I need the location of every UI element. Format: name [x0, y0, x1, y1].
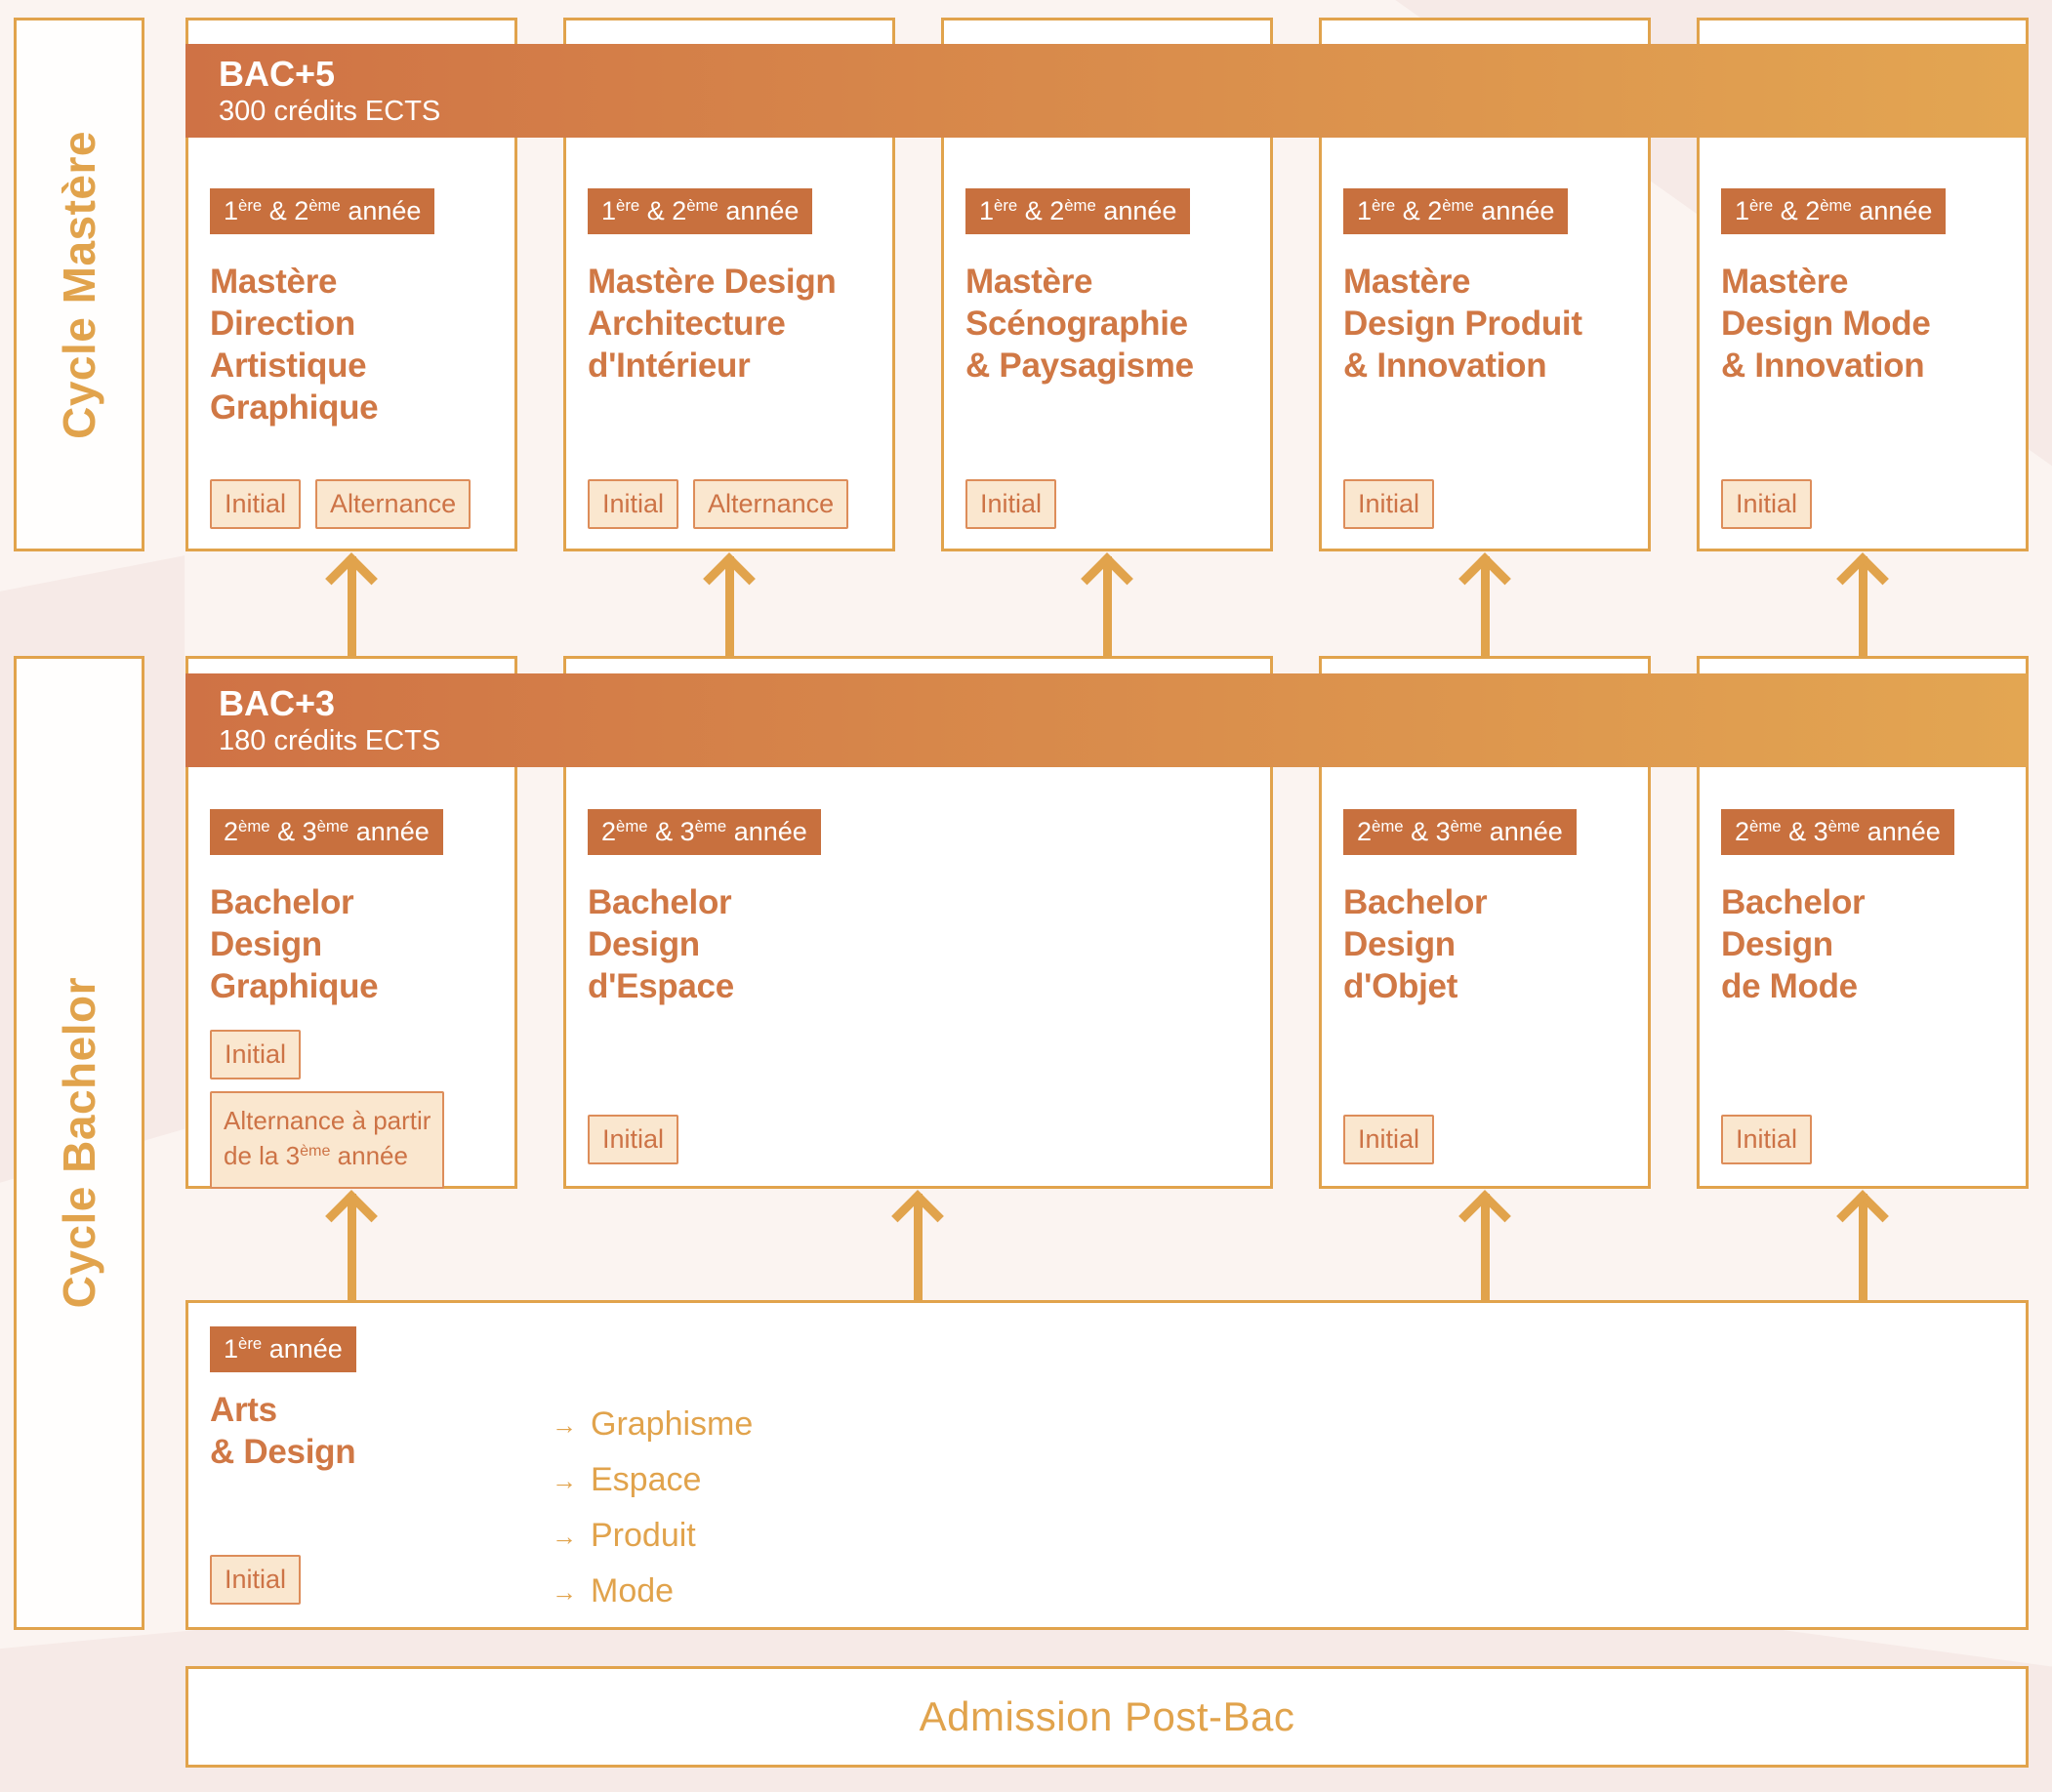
year-badge: 1ère année	[210, 1326, 356, 1372]
tag-initial: Initial	[965, 479, 1057, 529]
year-badge: 2ème & 3ème année	[210, 809, 443, 855]
tag-alternance: Alternance	[315, 479, 472, 529]
bachelor-card-design-mode: 2ème & 3ème année Bachelor Design de Mod…	[1697, 656, 2029, 1189]
card-title: Mastère Direction Artistique Graphique	[210, 263, 379, 427]
arts-design-card: 1ère année Arts & Design → Graphisme → E…	[185, 1300, 2029, 1630]
arts-option-produit: → Produit	[552, 1517, 696, 1554]
cycle-mastere-label: Cycle Mastère	[54, 130, 104, 439]
tag-initial: Initial	[1343, 1115, 1435, 1164]
up-arrow	[1833, 1189, 1892, 1300]
up-arrow	[1833, 551, 1892, 656]
bac5-banner: BAC+5 300 crédits ECTS	[185, 44, 2029, 138]
bac3-credits: 180 crédits ECTS	[219, 725, 441, 756]
arrow-right-icon: →	[552, 1522, 577, 1551]
admission-post-bac-bar: Admission Post-Bac	[185, 1666, 2029, 1768]
cycle-bachelor-rail: Cycle Bachelor	[14, 656, 144, 1630]
up-arrow	[1456, 1189, 1514, 1300]
year-badge: 1ère & 2ème année	[965, 188, 1191, 234]
arrow-right-icon: →	[552, 1410, 577, 1440]
tags-row: Initial	[1721, 1115, 1813, 1164]
badge-sup: ère	[238, 195, 263, 215]
arts-option-mode: → Mode	[552, 1572, 675, 1609]
tag-initial: Initial	[1343, 479, 1435, 529]
bac5-credits: 300 crédits ECTS	[219, 96, 441, 127]
card-title: Mastère Design Architecture d'Intérieur	[588, 263, 837, 385]
tags-row: Initial	[1721, 479, 1813, 529]
card-title: Mastère Design Mode & Innovation	[1721, 263, 1931, 385]
card-title: Mastère Scénographie & Paysagisme	[965, 263, 1194, 385]
bac3-title: BAC+3	[219, 683, 336, 723]
arrow-right-icon: →	[552, 1577, 577, 1607]
tags-row: Initial	[1343, 479, 1435, 529]
up-arrow	[1456, 551, 1514, 656]
tag-initial: Initial	[210, 1555, 302, 1605]
arts-option-graphisme: → Graphisme	[552, 1405, 754, 1443]
arrow-right-icon: →	[552, 1466, 577, 1495]
tag-initial: Initial	[588, 479, 679, 529]
tag-initial: Initial	[210, 479, 302, 529]
year-badge: 2ème & 3ème année	[1343, 809, 1577, 855]
year-badge: 1ère & 2ème année	[1343, 188, 1569, 234]
card-title: Bachelor Design d'Espace	[588, 883, 734, 1005]
tag-initial: Initial	[588, 1115, 679, 1164]
tags-row: Initial Alternance	[588, 479, 849, 529]
badge-sup: ème	[308, 195, 341, 215]
up-arrow	[888, 1189, 947, 1300]
up-arrow	[322, 551, 381, 656]
year-badge: 1ère & 2ème année	[588, 188, 813, 234]
card-title: Arts & Design	[210, 1391, 356, 1471]
tag-initial: Initial	[1721, 1115, 1813, 1164]
arts-options-list: → Graphisme → Espace → Produit → Mode	[552, 1397, 753, 1619]
year-badge: 2ème & 3ème année	[588, 809, 821, 855]
card-title: Bachelor Design de Mode	[1721, 883, 1866, 1005]
up-arrow	[700, 551, 759, 656]
badge-text: 1	[224, 196, 239, 225]
badge-text: année	[340, 196, 422, 225]
year-badge: 1ère & 2ème année	[210, 188, 435, 234]
up-arrow	[1078, 551, 1136, 656]
tags-row: Initial Alternance	[210, 479, 472, 529]
tags-row: Initial	[1343, 1115, 1435, 1164]
bac5-title: BAC+5	[219, 54, 336, 94]
badge-text: & 2	[262, 196, 309, 225]
tags-column: Initial Alternance à partir de la 3ème a…	[210, 1030, 445, 1189]
tags-row: Initial	[965, 479, 1057, 529]
admission-label: Admission Post-Bac	[919, 1693, 1295, 1739]
card-title: Bachelor Design Graphique	[210, 883, 379, 1005]
tag-alternance-3eme-annee: Alternance à partir de la 3ème année	[210, 1091, 445, 1189]
tags-row: Initial	[588, 1115, 679, 1164]
year-badge: 1ère & 2ème année	[1721, 188, 1947, 234]
bac3-banner: BAC+3 180 crédits ECTS	[185, 673, 2029, 767]
cycle-mastere-rail: Cycle Mastère	[14, 18, 144, 551]
card-title: Bachelor Design d'Objet	[1343, 883, 1488, 1005]
tag-initial: Initial	[1721, 479, 1813, 529]
cycle-bachelor-label: Cycle Bachelor	[54, 977, 104, 1309]
arts-option-espace: → Espace	[552, 1461, 702, 1498]
up-arrow	[322, 1189, 381, 1300]
tag-alternance: Alternance	[693, 479, 849, 529]
tag-initial: Initial	[210, 1030, 302, 1079]
year-badge: 2ème & 3ème année	[1721, 809, 1954, 855]
card-title: Mastère Design Produit & Innovation	[1343, 263, 1582, 385]
